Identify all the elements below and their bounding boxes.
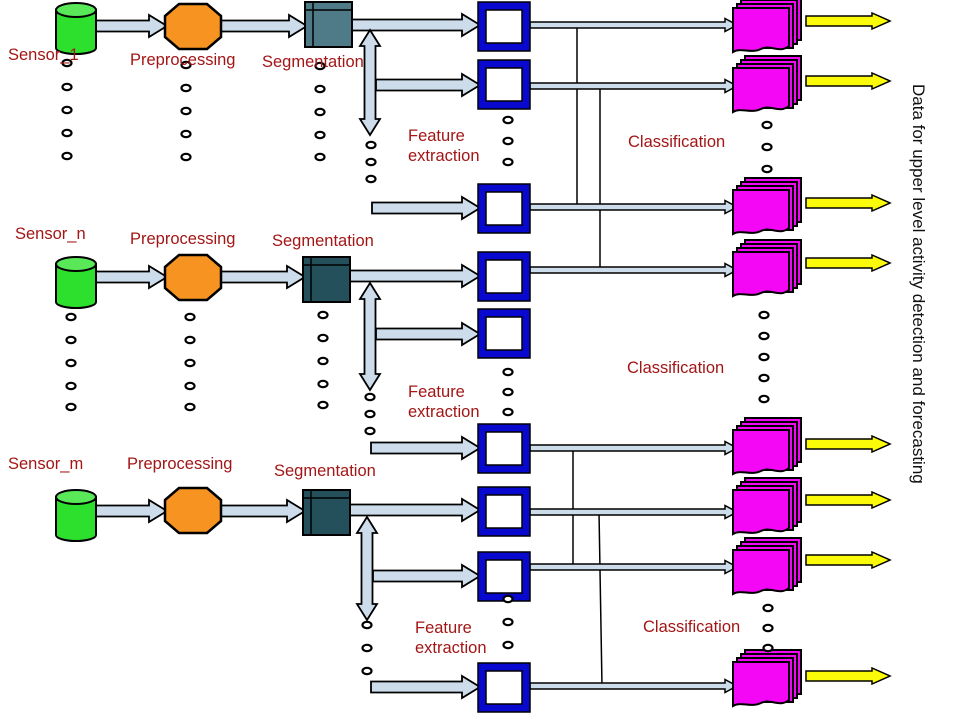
split-double-arrow (358, 281, 382, 392)
upper-level-output-arrow (805, 435, 891, 453)
preprocessing-label-1: Preprocessing (130, 51, 236, 69)
flow-arrow (95, 13, 169, 39)
segmentation-box (302, 256, 351, 303)
upper-level-output-arrow (805, 194, 891, 212)
output-arrow (529, 17, 739, 33)
classification-doc-stack (732, 55, 802, 113)
feature-extraction-box (477, 308, 531, 359)
flow-arrow (375, 72, 482, 98)
upper-level-output-arrow (805, 12, 891, 30)
preprocessing-octagon (163, 253, 223, 302)
segmentation-box (304, 1, 353, 48)
classification-doc-stack (732, 177, 802, 235)
output-arrow (529, 504, 739, 520)
feature-extraction-box (477, 183, 531, 234)
output-arrow (529, 78, 739, 94)
classification-doc-stack (732, 477, 802, 535)
classification-doc-stack (732, 239, 802, 297)
flow-arrows (93, 12, 482, 700)
segmentation-label-3: Segmentation (274, 462, 376, 480)
output-arrow (529, 262, 739, 278)
side-note-upper-level: Data for upper level activity detection … (909, 84, 928, 484)
flow-arrow (93, 264, 169, 290)
upper-level-output-arrow (805, 491, 891, 509)
preprocessing-octagon (163, 486, 223, 535)
sensor-n-label: Sensor_n (15, 225, 86, 243)
classification-label-3: Classification (643, 618, 741, 636)
preprocessing-label-2: Preprocessing (130, 230, 236, 248)
flow-arrow (349, 497, 482, 523)
upper-level-output-arrow (805, 551, 891, 569)
feature-extraction-box (477, 551, 531, 602)
segmentation-label-2: Segmentation (272, 232, 374, 250)
sensor-1-label: Sensor_1 (8, 46, 79, 64)
feature-extraction-box (477, 251, 531, 302)
upper-level-output-arrow (805, 72, 891, 90)
split-double-arrow (355, 515, 379, 622)
output-arrows (529, 17, 739, 694)
feature-extraction-box (477, 59, 531, 110)
classification-doc-stack (732, 649, 802, 707)
segmentation-label-1: Segmentation (262, 53, 364, 71)
flow-arrow (370, 435, 482, 461)
feature-extraction-box (477, 423, 531, 474)
feature-extraction-box (477, 662, 531, 713)
upper-level-output-arrow (805, 667, 891, 685)
sensor-cylinder (55, 256, 97, 309)
output-arrow (529, 199, 739, 215)
flow-arrow (375, 321, 482, 347)
classification-doc-stack (732, 417, 802, 475)
split-double-arrow (358, 28, 382, 137)
classification-label-1: Classification (628, 133, 726, 151)
flow-arrow (220, 13, 309, 39)
flow-arrow (220, 498, 307, 524)
classification-doc-stack (732, 0, 802, 53)
connector-line (598, 511, 603, 687)
segmentation-box (302, 489, 351, 536)
sensor-cylinder (55, 489, 97, 542)
output-arrow (529, 559, 739, 575)
output-arrow (529, 440, 739, 456)
flow-arrow (370, 674, 482, 700)
feature-extraction-box (477, 1, 531, 52)
preprocessing-label-3: Preprocessing (127, 455, 233, 473)
feature-extraction-box (477, 486, 531, 537)
flow-arrow (372, 563, 482, 589)
feature-extraction-label-1: Feature extraction (408, 127, 480, 165)
classification-doc-stack (732, 537, 802, 595)
flow-arrow (371, 195, 482, 221)
preprocessing-octagon (163, 2, 223, 51)
connector-lines (572, 25, 603, 687)
flow-arrow (349, 263, 482, 289)
feature-extraction-label-2: Feature extraction (408, 383, 480, 421)
feature-extraction-label-3: Feature extraction (415, 619, 487, 657)
flow-arrow (93, 498, 169, 524)
output-arrow (529, 678, 739, 694)
sensor-m-label: Sensor_m (8, 455, 84, 473)
upper-level-output-arrow (805, 254, 891, 272)
classification-label-2: Classification (627, 359, 725, 377)
flow-arrow (220, 264, 307, 290)
